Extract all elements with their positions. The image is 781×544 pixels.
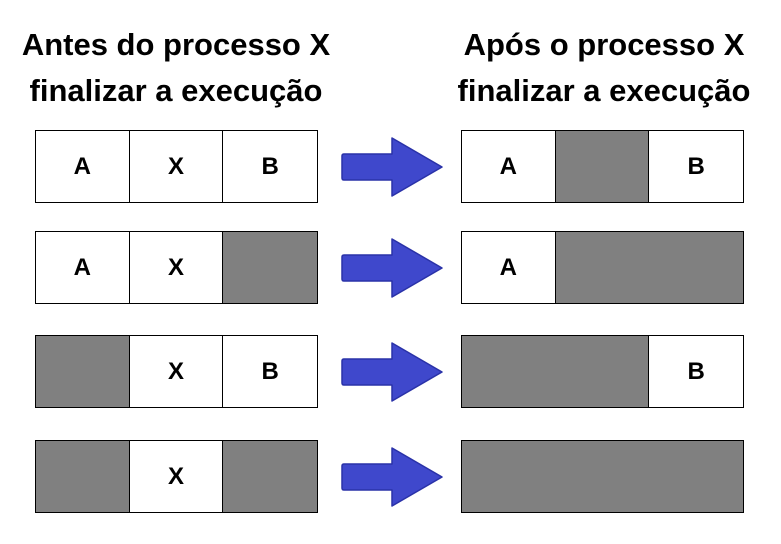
process-block-b: B [223,336,317,407]
process-label: B [687,357,705,385]
process-block-x: X [129,232,224,303]
heading-before-line2: finalizar a execução [29,73,323,108]
process-label: A [73,253,91,281]
process-block-b: B [223,131,317,202]
process-label: B [261,357,279,385]
heading-after: Após o processo X finalizar a execução [434,22,774,114]
free-memory-block [462,336,650,407]
process-label: X [168,462,185,490]
right-arrow-icon [341,137,443,197]
free-memory-block [555,232,743,303]
heading-before-line1: Antes do processo X [21,27,331,62]
heading-after-line2: finalizar a execução [457,73,751,108]
right-arrow-icon [341,342,443,402]
process-block-x: X [129,131,224,202]
right-arrow-icon [341,238,443,298]
memory-row-after-3: B [461,335,744,408]
memory-row-after-2: A [461,231,744,304]
free-memory-block [462,441,743,512]
right-arrow-icon [341,447,443,507]
arrow-shape [341,238,443,298]
process-label: A [73,152,91,180]
process-label: B [687,152,705,180]
process-label: A [499,253,517,281]
process-label: X [168,152,185,180]
arrow-shape [341,137,443,197]
process-label: X [168,357,185,385]
process-block-a: A [36,232,130,303]
process-label: B [261,152,279,180]
process-block-b: B [649,336,743,407]
free-memory-block [555,131,650,202]
heading-after-line1: Após o processo X [463,27,745,62]
memory-row-before-4: X [35,440,318,513]
memory-row-after-4 [461,440,744,513]
process-block-x: X [129,336,224,407]
process-label: X [168,253,185,281]
free-memory-block [223,232,317,303]
arrow-shape [341,447,443,507]
process-block-b: B [649,131,743,202]
free-memory-block [223,441,317,512]
free-memory-block [36,441,130,512]
process-block-x: X [129,441,224,512]
arrow-shape [341,342,443,402]
process-block-a: A [462,232,556,303]
heading-before: Antes do processo X finalizar a execução [6,22,346,114]
process-label: A [499,152,517,180]
process-block-a: A [36,131,130,202]
process-block-a: A [462,131,556,202]
free-memory-block [36,336,130,407]
